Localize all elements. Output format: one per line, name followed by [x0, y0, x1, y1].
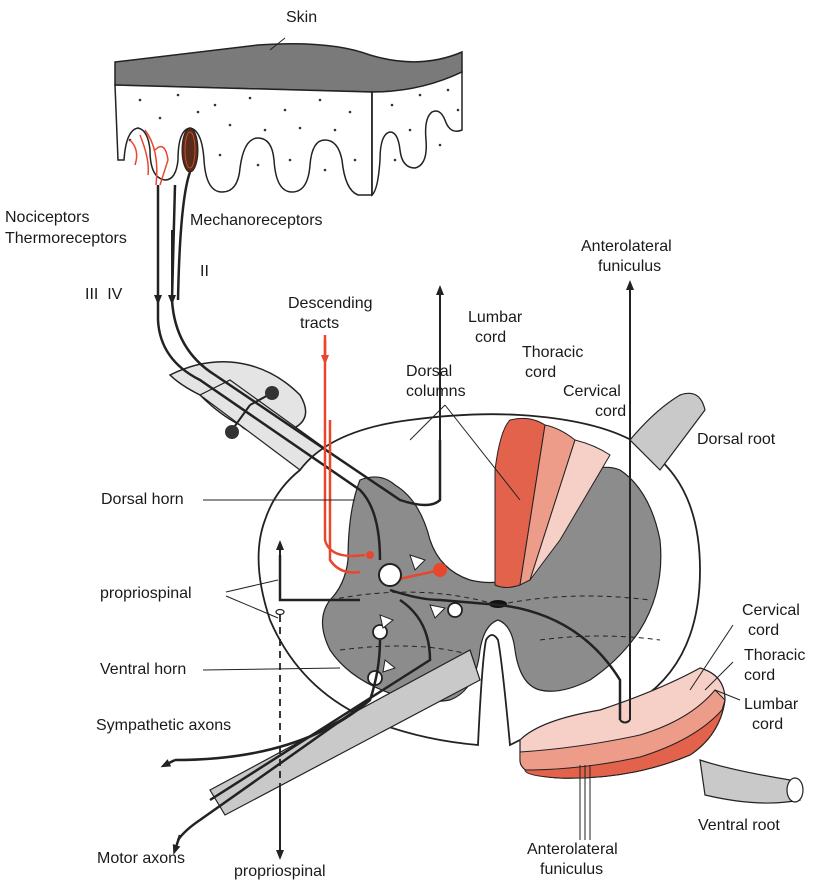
- skin-surface: [115, 44, 462, 92]
- label-motor-axons: Motor axons: [97, 849, 185, 868]
- label-lumbar-bottom-2: cord: [752, 715, 783, 734]
- ventral-root-right: [700, 760, 800, 803]
- label-thoracic-bottom-1: Thoracic: [744, 646, 805, 665]
- mechanoreceptor-corpuscle: [182, 128, 198, 172]
- skin-block: [115, 44, 462, 195]
- label-fiber-iii-iv: III IV: [85, 285, 122, 304]
- label-anterolateral-top-2: funiculus: [598, 257, 661, 276]
- label-nociceptors: Nociceptors: [5, 208, 89, 227]
- label-sympathetic-axons: Sympathetic axons: [96, 716, 231, 735]
- label-cervical-top-2: cord: [595, 402, 626, 421]
- label-thermoreceptors: Thermoreceptors: [5, 229, 127, 248]
- interneuron: [379, 564, 401, 586]
- label-cervical-top-1: Cervical: [563, 382, 621, 401]
- label-propriospinal-left: propriospinal: [100, 584, 192, 603]
- label-anterolateral-bottom-2: funiculus: [540, 860, 603, 879]
- label-ventral-root: Ventral root: [698, 816, 780, 835]
- skin-front-face: [115, 85, 372, 195]
- label-thoracic-top-2: cord: [525, 363, 556, 382]
- label-skin: Skin: [286, 8, 317, 27]
- label-thoracic-bottom-2: cord: [744, 666, 775, 685]
- label-cervical-bottom-2: cord: [748, 621, 779, 640]
- label-descending-2: tracts: [300, 314, 339, 333]
- label-dorsal-columns-2: columns: [406, 382, 466, 401]
- label-dorsal-columns-1: Dorsal: [406, 362, 452, 381]
- label-thoracic-top-1: Thoracic: [522, 343, 583, 362]
- label-lumbar-bottom-1: Lumbar: [744, 695, 798, 714]
- label-dorsal-horn: Dorsal horn: [101, 490, 184, 509]
- label-dorsal-root: Dorsal root: [697, 430, 775, 449]
- label-ventral-horn: Ventral horn: [100, 660, 186, 679]
- label-lumbar-top-1: Lumbar: [468, 308, 522, 327]
- label-mechanoreceptors: Mechanoreceptors: [190, 211, 323, 230]
- label-cervical-bottom-1: Cervical: [742, 601, 800, 620]
- label-lumbar-top-2: cord: [475, 328, 506, 347]
- label-anterolateral-top-1: Anterolateral: [581, 237, 672, 256]
- label-descending-1: Descending: [288, 294, 373, 313]
- label-anterolateral-bottom-1: Anterolateral: [527, 840, 618, 859]
- label-propriospinal-bottom: propriospinal: [234, 862, 326, 881]
- label-fiber-ii: II: [200, 262, 209, 281]
